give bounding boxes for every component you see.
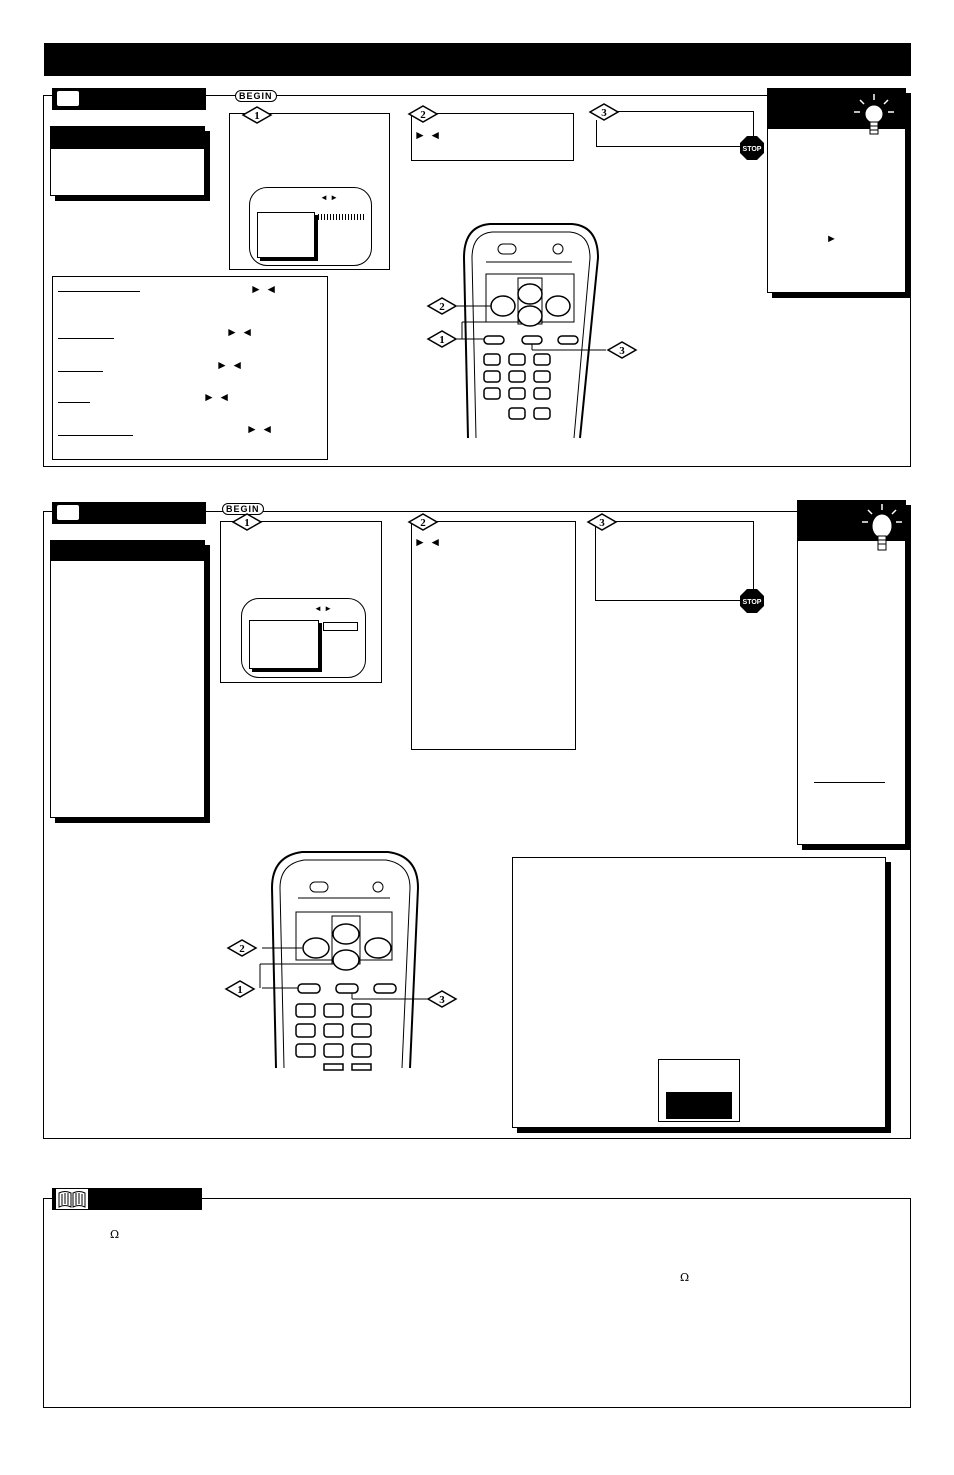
begin-label-2: BEGIN	[222, 503, 264, 515]
section-2-header-bar	[52, 502, 206, 524]
tv-icon	[56, 90, 80, 107]
section-1-header-bar	[52, 88, 206, 110]
svg-text:1: 1	[439, 334, 445, 346]
step-3-badge-2: 3	[586, 513, 618, 531]
section-1-frame	[43, 95, 911, 467]
section-2-frame	[43, 511, 911, 1139]
step-3-badge: 3	[588, 103, 620, 121]
svg-text:3: 3	[439, 994, 445, 1006]
step-2-badge: 2	[407, 105, 439, 123]
omega-symbol-1: Ω	[110, 1228, 120, 1241]
omega-symbol-2: Ω	[680, 1271, 690, 1284]
feature-5-arrows: ► ◄	[246, 422, 274, 436]
tv-screen-menu	[257, 212, 315, 258]
intro-box-2	[50, 540, 205, 818]
remote-2-badge-3: 3	[426, 990, 458, 1008]
step-2-arrows: ► ◄	[414, 128, 442, 142]
remote-1-badge-3: 3	[606, 341, 638, 359]
svg-text:3: 3	[619, 345, 625, 357]
book-icon	[56, 1189, 88, 1209]
tip-box-2	[797, 500, 906, 845]
screen-option-box	[323, 622, 358, 631]
step-2-box-2	[411, 521, 576, 750]
svg-text:STOP: STOP	[743, 599, 762, 606]
info-box-screen-highlight	[666, 1092, 732, 1119]
feature-3-arrows: ► ◄	[216, 358, 244, 372]
feature-4-arrows: ► ◄	[203, 390, 231, 404]
screen-arrows: ◄ ►	[320, 193, 339, 202]
svg-text:1: 1	[237, 984, 243, 996]
lightbulb-icon	[854, 94, 894, 135]
tv-icon-2	[56, 504, 80, 521]
step-1-number: 1	[254, 110, 260, 122]
section-3-frame	[43, 1198, 911, 1408]
screen-arrows-2: ◄ ►	[314, 604, 333, 613]
intro-box-2-header	[51, 541, 204, 561]
tv-screen-menu-2	[249, 620, 319, 669]
tip-box-1-header	[768, 89, 905, 129]
lightbulb-icon-2	[862, 504, 902, 551]
tv-screen-oval	[249, 187, 372, 266]
feature-2-arrows: ► ◄	[226, 325, 254, 339]
step-2-arrows-2: ► ◄	[414, 535, 442, 549]
remote-2-badge-2: 2	[226, 939, 258, 957]
step-2-badge-2: 2	[407, 513, 439, 531]
section-3-header-bar	[52, 1188, 202, 1210]
remote-2-badge-1: 1	[224, 980, 256, 998]
tip-1-arrow: ►	[826, 233, 837, 245]
step-1-box	[229, 113, 390, 270]
tv-screen-oval-2	[241, 598, 366, 678]
feature-list-box	[52, 276, 328, 460]
page-title-bar	[44, 43, 911, 76]
step-2-number: 2	[420, 109, 426, 121]
svg-text:3: 3	[599, 517, 605, 529]
step-2-box	[411, 113, 574, 161]
intro-box-header	[51, 127, 204, 149]
feature-1-arrows: ► ◄	[250, 282, 278, 296]
remote-1-badge-2: 2	[426, 297, 458, 315]
remote-control-2	[259, 851, 430, 1071]
level-bar	[318, 214, 366, 220]
remote-1-badge-1: 1	[426, 330, 458, 348]
stop-sign-icon-2: STOP	[740, 589, 764, 613]
svg-text:2: 2	[239, 943, 245, 955]
step-3-box-2	[595, 521, 754, 601]
remote-control-1	[456, 223, 606, 439]
step-1-badge-2: 1	[231, 513, 263, 531]
stop-label: STOP	[743, 146, 762, 153]
step-1-badge: 1	[241, 106, 273, 124]
step-3-number: 3	[601, 107, 607, 119]
stop-sign-icon: STOP	[740, 136, 764, 160]
begin-label: BEGIN	[235, 90, 277, 102]
svg-text:2: 2	[439, 301, 445, 313]
svg-text:1: 1	[244, 517, 250, 529]
svg-text:2: 2	[420, 517, 426, 529]
step-1-box-2	[220, 521, 382, 683]
